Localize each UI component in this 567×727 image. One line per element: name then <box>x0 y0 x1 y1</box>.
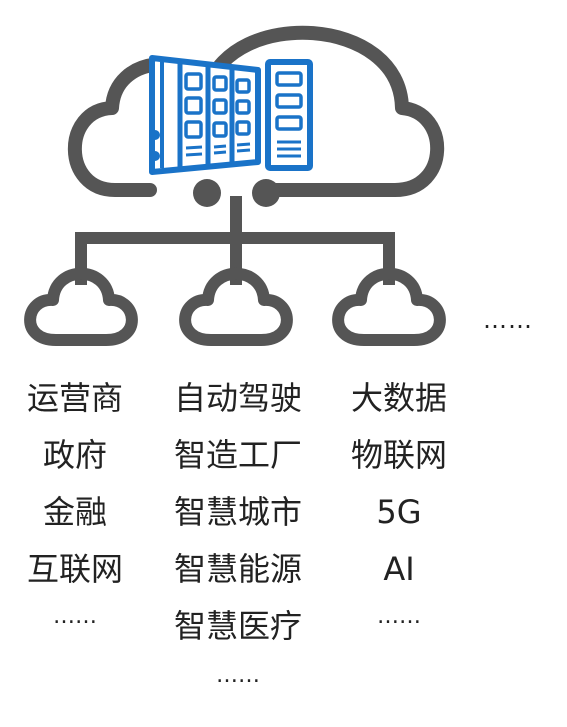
col3-item-5: …… <box>377 604 421 629</box>
col3-item-2: 物联网 <box>350 436 448 474</box>
col2-item-1: 自动驾驶 <box>173 379 303 417</box>
trailing-ellipsis: …… <box>483 306 533 334</box>
col2-item-2: 智造工厂 <box>173 436 303 474</box>
col3-item-1: 大数据 <box>350 379 448 417</box>
col1-item-2: 政府 <box>42 436 108 474</box>
col3-item-4: AI <box>383 550 415 588</box>
col3-item-3: 5G <box>376 493 422 531</box>
col2-item-6: …… <box>216 663 260 688</box>
col2-item-3: 智慧城市 <box>173 493 303 531</box>
server-tower-icon <box>265 59 313 171</box>
small-cloud-icon <box>24 267 138 346</box>
server-rack-icon <box>149 55 261 175</box>
small-cloud-icon <box>179 267 293 346</box>
connector-node-left <box>193 179 221 207</box>
col1-item-3: 金融 <box>42 493 108 531</box>
col1-item-5: …… <box>53 604 97 629</box>
col1-item-1: 运营商 <box>26 379 124 417</box>
col1-item-4: 互联网 <box>26 550 124 588</box>
connector-node-right <box>252 179 280 207</box>
col2-item-4: 智慧能源 <box>173 550 303 588</box>
small-cloud-icon <box>332 267 446 346</box>
col2-item-5: 智慧医疗 <box>173 607 303 645</box>
